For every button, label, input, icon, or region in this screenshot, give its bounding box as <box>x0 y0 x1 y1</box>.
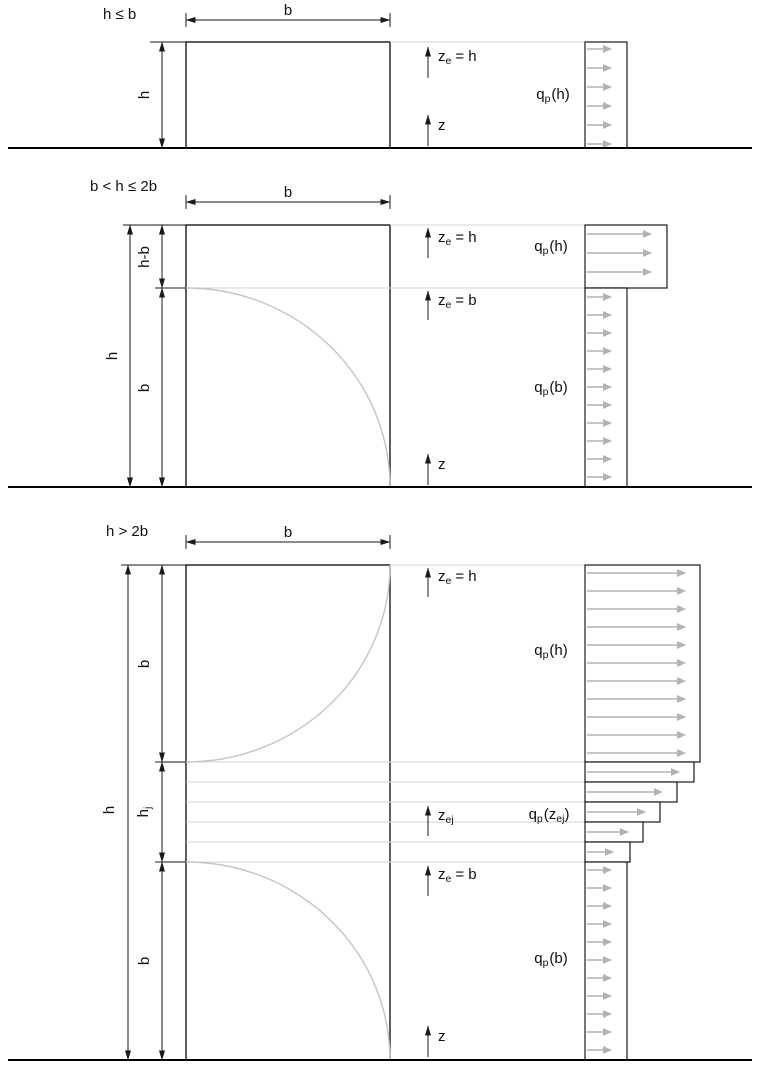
dimension-b <box>185 13 391 27</box>
dim-b-label: b <box>284 184 292 201</box>
dim-hj-label: hj <box>135 807 154 818</box>
dimension-h <box>123 224 186 488</box>
wind-pressure-arrows <box>587 45 612 148</box>
quarter-arc-lower <box>185 861 391 1061</box>
dim-b-upper-label: b <box>136 660 153 668</box>
pressure-profile <box>584 224 668 488</box>
dimension-h <box>150 41 186 149</box>
dimension-hj <box>155 761 186 863</box>
quarter-arc <box>185 287 391 488</box>
panel-b-lt-h-le-2b: b < h ≤ 2b b h h-b b ze= h ze= b z qp(h)… <box>8 178 752 488</box>
label-qp-h: qp(h) <box>536 86 570 105</box>
panel-title: h > 2b <box>106 523 148 540</box>
pressure-profile <box>584 41 628 149</box>
label-ze-h: ze= h <box>438 568 477 587</box>
strip-guide-lines <box>186 761 585 863</box>
dimension-h-minus-b <box>155 224 186 289</box>
label-z: z <box>438 117 446 134</box>
panel-title: h ≤ b <box>103 6 136 23</box>
dimension-b-upper <box>155 564 186 763</box>
label-qp-b: qp(b) <box>534 950 568 969</box>
panel-h-gt-2b: h > 2b b h b hj b ze= h zej ze= b z qp(h… <box>8 523 752 1061</box>
label-ze-h: ze= h <box>438 48 477 67</box>
dim-b-lower-label: b <box>136 957 153 965</box>
dim-h-label: h <box>101 806 118 814</box>
label-ze-b: ze= b <box>438 292 477 311</box>
building-outline <box>185 564 391 1061</box>
label-qp-b: qp(b) <box>534 379 568 398</box>
label-ze-h: ze= h <box>438 229 477 248</box>
dim-b-label: b <box>284 524 292 541</box>
label-qp-zej: qp(zej) <box>529 806 570 825</box>
building-outline <box>185 224 391 488</box>
dimension-h <box>121 564 186 1061</box>
panel-title: b < h ≤ 2b <box>90 178 157 195</box>
label-z: z <box>438 456 446 473</box>
dim-h-minus-b-label: h-b <box>136 246 153 268</box>
dim-h-label: h <box>136 91 153 99</box>
wind-pressure-arrows <box>587 230 652 481</box>
dim-b-lower-label: b <box>136 384 153 392</box>
panel-h-le-b: h ≤ b b h ze= h z qp(h) <box>8 2 752 149</box>
label-ze-j: zej <box>438 807 454 826</box>
dimension-b <box>185 535 391 549</box>
wind-pressure-arrows <box>587 569 686 1054</box>
dim-b-label: b <box>284 2 292 19</box>
dimension-b <box>185 195 391 209</box>
dim-h-label: h <box>104 352 121 360</box>
quarter-arc-upper <box>185 564 391 763</box>
label-qp-h: qp(h) <box>534 238 568 257</box>
label-z: z <box>438 1028 446 1045</box>
label-ze-b: ze= b <box>438 866 477 885</box>
label-qp-h: qp(h) <box>534 642 568 661</box>
building-outline <box>185 41 391 149</box>
